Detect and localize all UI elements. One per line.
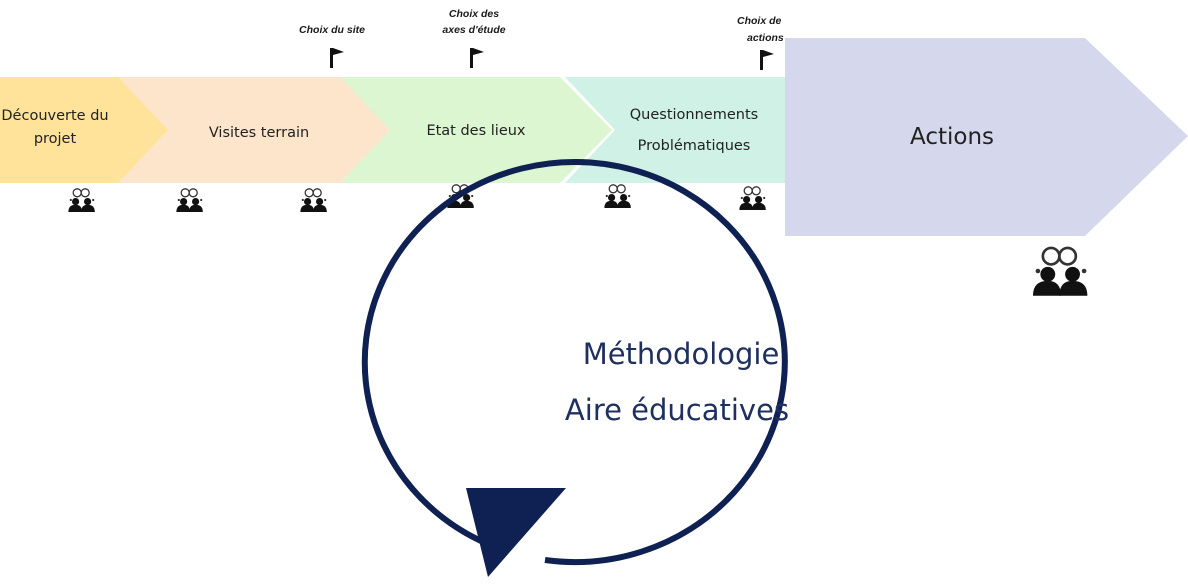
people-discussion-icon	[67, 187, 96, 213]
step-chevron-4	[565, 77, 820, 183]
flag-icon	[330, 48, 344, 68]
center-title-line2: Aire éducatives	[565, 393, 789, 427]
step-1-label-line1: Découverte du	[1, 108, 108, 124]
milestone-1-label: Choix du site	[299, 24, 365, 36]
step-2-label: Visites terrain	[209, 125, 309, 141]
actions-chevron	[785, 38, 1188, 236]
milestone-3-label-line1: Choix de	[737, 15, 781, 27]
step-3-label: Etat des lieux	[426, 123, 525, 139]
step-chevron-2	[118, 77, 392, 183]
milestone-3-label-line2: actions	[747, 32, 784, 44]
people-discussion-icon	[1031, 246, 1089, 298]
step-4-label-line2: Problématiques	[638, 138, 751, 154]
step-chevron-3	[340, 77, 612, 183]
people-discussion-icon	[738, 185, 767, 211]
actions-label: Actions	[910, 124, 994, 150]
flag-icon	[760, 50, 774, 70]
cycle-arrow-ring	[361, 159, 788, 565]
people-discussion-icon	[175, 187, 204, 213]
cycle-arrow-head	[466, 488, 566, 577]
step-chevron-1	[0, 77, 170, 183]
step-1-label-line2: projet	[34, 131, 77, 147]
milestone-2-label-line2: axes d'étude	[442, 24, 505, 36]
center-title-line1: Méthodologie	[583, 337, 780, 371]
step-4-label-line1: Questionnements	[630, 107, 758, 123]
people-discussion-icon	[603, 183, 632, 209]
flag-icon	[470, 48, 484, 68]
people-discussion-icon	[299, 187, 328, 213]
milestone-2-label-line1: Choix des	[449, 8, 499, 20]
